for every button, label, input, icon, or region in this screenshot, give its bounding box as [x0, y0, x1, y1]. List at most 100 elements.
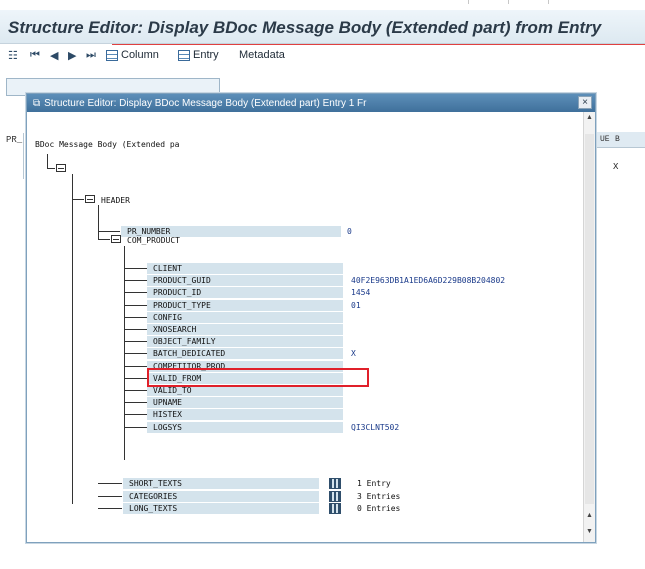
hierarchy-button[interactable]: ☷ [8, 47, 18, 63]
field-name: BATCH_DEDICATED [153, 349, 226, 359]
scroll-down-icon[interactable]: ▼ [586, 528, 593, 535]
previous-icon: ◀ [50, 49, 59, 62]
field-name: PRODUCT_ID [153, 288, 202, 298]
table-entry-count: 1 Entry [357, 479, 391, 488]
last-entry-button[interactable]: ⏭ [86, 47, 96, 63]
next-icon: ▶ [68, 49, 77, 62]
tree-field-row[interactable]: PR_NUMBER [121, 226, 341, 237]
previous-entry-button[interactable]: ◀ [50, 47, 58, 63]
dialog-title: Structure Editor: Display BDoc Message B… [44, 97, 367, 109]
field-name: XNOSEARCH [153, 325, 197, 334]
tree-line [72, 199, 84, 200]
background-table-column [6, 133, 24, 179]
field-name: HISTEX [153, 410, 182, 420]
close-button[interactable]: × [578, 96, 592, 109]
tree-field-row[interactable]: CONFIG [147, 311, 343, 323]
field-name: PRODUCT_TYPE [153, 300, 211, 310]
field-name: VALID_FROM [153, 373, 202, 383]
tree-field-row[interactable]: VALID_FROM [147, 372, 343, 384]
tree-field-row[interactable]: OBJECT_FAMILY [147, 336, 343, 348]
entry-button[interactable]: Entry [178, 47, 219, 63]
tree-line [124, 329, 148, 330]
tree-table-row[interactable]: SHORT_TEXTS [123, 478, 319, 489]
tree-field-row[interactable]: PRODUCT_GUID [147, 275, 343, 287]
divider [112, 44, 645, 45]
table-name: SHORT_TEXTS [129, 479, 182, 488]
last-page-icon: ⏭ [86, 48, 96, 61]
tree-line [98, 205, 99, 239]
metadata-button[interactable]: Metadata [236, 47, 285, 63]
field-name: PRODUCT_GUID [153, 276, 211, 286]
tree-table-row[interactable]: CATEGORIES [123, 490, 319, 502]
tree-line [124, 341, 148, 343]
tree-field-row[interactable]: COMPETITOR_PROD [147, 360, 343, 372]
tree-line [124, 377, 148, 379]
divider [468, 0, 469, 4]
folder-icon[interactable] [85, 195, 95, 203]
tree-line [98, 231, 120, 232]
field-value: 01 [351, 300, 361, 310]
tree-field-row[interactable]: HISTEX [147, 409, 343, 421]
tree-line [124, 365, 148, 367]
tree-line [47, 168, 55, 169]
popup-window-icon: ⧉ [33, 97, 41, 109]
table-name: LONG_TEXTS [129, 504, 178, 513]
tree-field-row[interactable]: PRODUCT_TYPE [147, 299, 343, 311]
tree-field-row[interactable]: PRODUCT_ID [147, 287, 343, 299]
background-table-header [597, 132, 645, 148]
tree-line [98, 483, 122, 484]
tree-line [124, 316, 148, 318]
column-button[interactable]: Column [106, 47, 159, 63]
structure-editor-dialog: ⧉ Structure Editor: Display BDoc Message… [26, 93, 596, 543]
tree-line [124, 426, 148, 428]
field-value: X [351, 349, 356, 359]
scrollbar-thumb[interactable] [585, 134, 594, 504]
table-name: CATEGORIES [129, 491, 178, 501]
dialog-title-bar: ⧉ Structure Editor: Display BDoc Message… [27, 94, 595, 112]
tree-line [124, 353, 148, 355]
first-page-icon: ⏮ [30, 48, 40, 61]
tree-field-row[interactable]: BATCH_DEDICATED [147, 348, 343, 360]
hierarchy-icon: ☷ [8, 49, 18, 62]
table-icon[interactable] [329, 478, 341, 489]
tree-field-row[interactable]: VALID_TO [147, 385, 343, 396]
metadata-label: Metadata [239, 49, 285, 61]
column-label: Column [121, 49, 159, 61]
field-value: QI3CLNT502 [351, 422, 400, 432]
field-name: OBJECT_FAMILY [153, 337, 216, 347]
table-entry-count: 3 Entries [357, 491, 401, 501]
scroll-up-icon[interactable]: ▲ [586, 512, 593, 519]
folder-icon[interactable] [111, 235, 121, 243]
field-name: UPNAME [153, 398, 182, 408]
entry-label: Entry [193, 49, 219, 61]
tree-node-header[interactable]: HEADER [101, 196, 130, 205]
tree-field-row[interactable]: UPNAME [147, 397, 343, 409]
next-entry-button[interactable]: ▶ [68, 47, 76, 63]
column-icon [106, 49, 118, 61]
tree-field-row[interactable]: LOGSYS [147, 421, 343, 433]
background-column-header: UE [600, 135, 610, 144]
tree-line [124, 292, 148, 294]
folder-icon[interactable] [56, 164, 66, 172]
tree-node-com-product[interactable]: COM_PRODUCT [127, 236, 180, 245]
application-toolbar: ☷ ⏮ ◀ ▶ ⏭ Column Entry Metadata [0, 44, 645, 66]
field-name: VALID_TO [153, 386, 192, 395]
scroll-up-icon[interactable]: ▲ [586, 114, 593, 121]
tree-table-row[interactable]: LONG_TEXTS [123, 503, 319, 514]
tree-line [98, 508, 122, 509]
first-entry-button[interactable]: ⏮ [30, 47, 40, 63]
tree-field-row[interactable]: CLIENT [147, 263, 343, 274]
table-icon[interactable] [329, 503, 341, 514]
tree-line [124, 414, 148, 416]
divider [508, 0, 509, 4]
divider [548, 0, 549, 4]
table-icon[interactable] [329, 490, 341, 502]
field-name: COMPETITOR_PROD [153, 361, 226, 371]
tree-line [124, 268, 148, 269]
field-name: LOGSYS [153, 422, 182, 432]
entry-icon [178, 49, 190, 61]
vertical-scrollbar[interactable]: ▲ ▲ ▼ [583, 112, 595, 542]
tree-field-row[interactable]: XNOSEARCH [147, 324, 343, 335]
tree-line [124, 304, 148, 306]
tree-root-label[interactable]: BDoc Message Body (Extended pa [35, 140, 180, 149]
